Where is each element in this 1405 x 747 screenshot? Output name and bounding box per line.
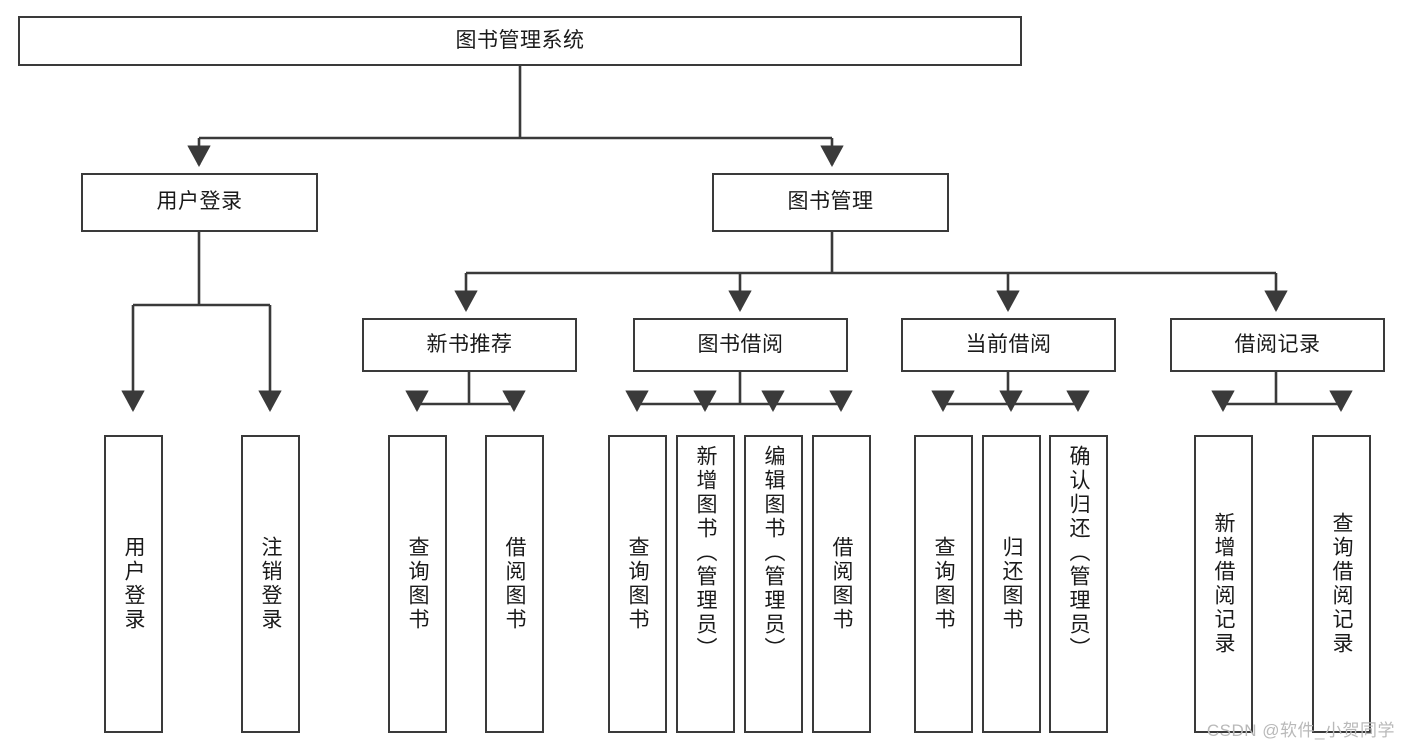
leaf-add-borrow-record[interactable]: 新增借阅记录 bbox=[1194, 435, 1253, 733]
leaf-edit-book-label: 编辑图书（管理员） bbox=[762, 445, 785, 661]
leaf-logout[interactable]: 注销登录 bbox=[241, 435, 300, 733]
leaf-logout-label: 注销登录 bbox=[259, 536, 282, 632]
leaf-borrow-book-bw[interactable]: 借阅图书 bbox=[812, 435, 871, 733]
leaf-add-borrow-record-label: 新增借阅记录 bbox=[1212, 512, 1235, 656]
node-borrow-record[interactable]: 借阅记录 bbox=[1170, 318, 1385, 372]
node-current-borrow-label: 当前借阅 bbox=[965, 332, 1052, 356]
node-new-book-recommend[interactable]: 新书推荐 bbox=[362, 318, 577, 372]
node-user-login[interactable]: 用户登录 bbox=[81, 173, 318, 232]
leaf-user-login-label: 用户登录 bbox=[122, 536, 145, 632]
leaf-borrow-book-bw-label: 借阅图书 bbox=[830, 536, 853, 632]
node-root-label: 图书管理系统 bbox=[455, 28, 585, 52]
leaf-query-book-nb-label: 查询图书 bbox=[406, 536, 429, 632]
node-user-login-label: 用户登录 bbox=[156, 190, 243, 214]
node-root[interactable]: 图书管理系统 bbox=[18, 16, 1022, 66]
leaf-borrow-book-nb[interactable]: 借阅图书 bbox=[485, 435, 544, 733]
leaf-return-book[interactable]: 归还图书 bbox=[982, 435, 1041, 733]
leaf-query-borrow-record-label: 查询借阅记录 bbox=[1330, 512, 1353, 656]
node-book-borrow-label: 图书借阅 bbox=[697, 332, 784, 356]
leaf-edit-book[interactable]: 编辑图书（管理员） bbox=[744, 435, 803, 733]
leaf-query-book-cb[interactable]: 查询图书 bbox=[914, 435, 973, 733]
node-book-borrow[interactable]: 图书借阅 bbox=[633, 318, 848, 372]
leaf-add-book-label: 新增图书（管理员） bbox=[694, 445, 717, 661]
leaf-user-login[interactable]: 用户登录 bbox=[104, 435, 163, 733]
node-borrow-record-label: 借阅记录 bbox=[1234, 332, 1321, 356]
leaf-query-borrow-record[interactable]: 查询借阅记录 bbox=[1312, 435, 1371, 733]
node-book-management-label: 图书管理 bbox=[787, 190, 874, 214]
leaf-borrow-book-nb-label: 借阅图书 bbox=[503, 536, 526, 632]
leaf-query-book-bw-label: 查询图书 bbox=[626, 536, 649, 632]
leaf-return-book-label: 归还图书 bbox=[1000, 536, 1023, 632]
leaf-query-book-nb[interactable]: 查询图书 bbox=[388, 435, 447, 733]
leaf-add-book[interactable]: 新增图书（管理员） bbox=[676, 435, 735, 733]
leaf-query-book-cb-label: 查询图书 bbox=[932, 536, 955, 632]
node-current-borrow[interactable]: 当前借阅 bbox=[901, 318, 1116, 372]
leaf-confirm-return-label: 确认归还（管理员） bbox=[1067, 445, 1090, 661]
node-book-management[interactable]: 图书管理 bbox=[712, 173, 949, 232]
leaf-query-book-bw[interactable]: 查询图书 bbox=[608, 435, 667, 733]
leaf-confirm-return[interactable]: 确认归还（管理员） bbox=[1049, 435, 1108, 733]
node-new-book-recommend-label: 新书推荐 bbox=[426, 332, 513, 356]
